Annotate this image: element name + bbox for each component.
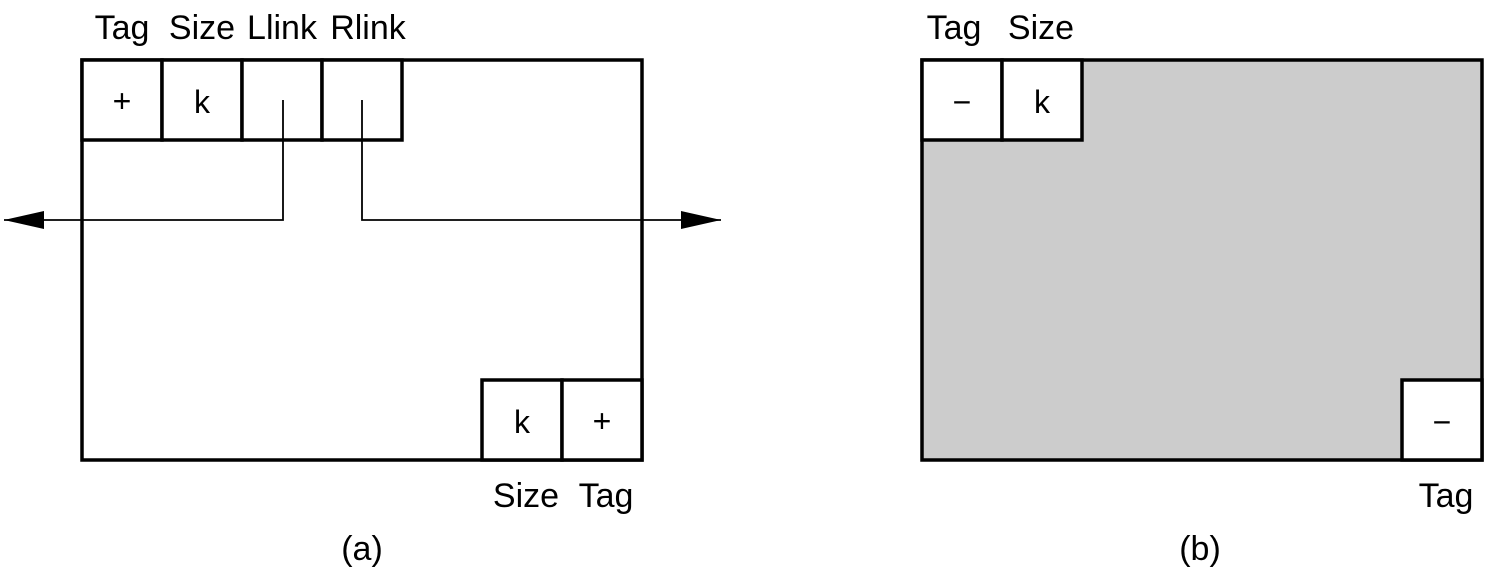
llink-arrow <box>4 100 284 229</box>
tag-label-bottom-b: Tag <box>1419 477 1474 515</box>
panel-a-free-block: Tag Size Llink Rlink + k k + Size Tag (a… <box>4 9 721 568</box>
tag-cell-top <box>80 58 164 142</box>
tag-cell-top-b <box>920 58 1004 142</box>
tag-value-bottom-b: − <box>1433 404 1452 440</box>
tag-label-bottom: Tag <box>579 477 634 515</box>
tag-value-top-b: − <box>953 84 972 120</box>
size-cell-bottom <box>480 378 564 462</box>
caption-a: (a) <box>341 530 383 568</box>
size-label-top: Size <box>169 9 235 47</box>
size-value-top-b: k <box>1034 84 1051 120</box>
llink-label: Llink <box>247 9 318 47</box>
tag-label-top: Tag <box>95 9 150 47</box>
tag-cell-bottom-b <box>1400 378 1484 462</box>
size-label-top-b: Size <box>1008 9 1074 47</box>
size-cell-top <box>160 58 244 142</box>
llink-cell <box>240 58 324 142</box>
size-value-top: k <box>194 84 211 120</box>
panel-b-reserved-block: Tag Size − k − Tag (b) <box>920 9 1484 568</box>
size-cell-top-b <box>1000 58 1084 142</box>
tag-value-top: + <box>113 83 132 119</box>
rlink-arrow <box>361 100 721 229</box>
tag-label-top-b: Tag <box>927 9 982 47</box>
caption-b: (b) <box>1179 530 1221 568</box>
size-value-bottom: k <box>514 404 531 440</box>
tag-cell-bottom <box>560 378 644 462</box>
tag-value-bottom: + <box>593 403 612 439</box>
rlink-label: Rlink <box>330 9 407 47</box>
size-label-bottom: Size <box>493 477 559 515</box>
